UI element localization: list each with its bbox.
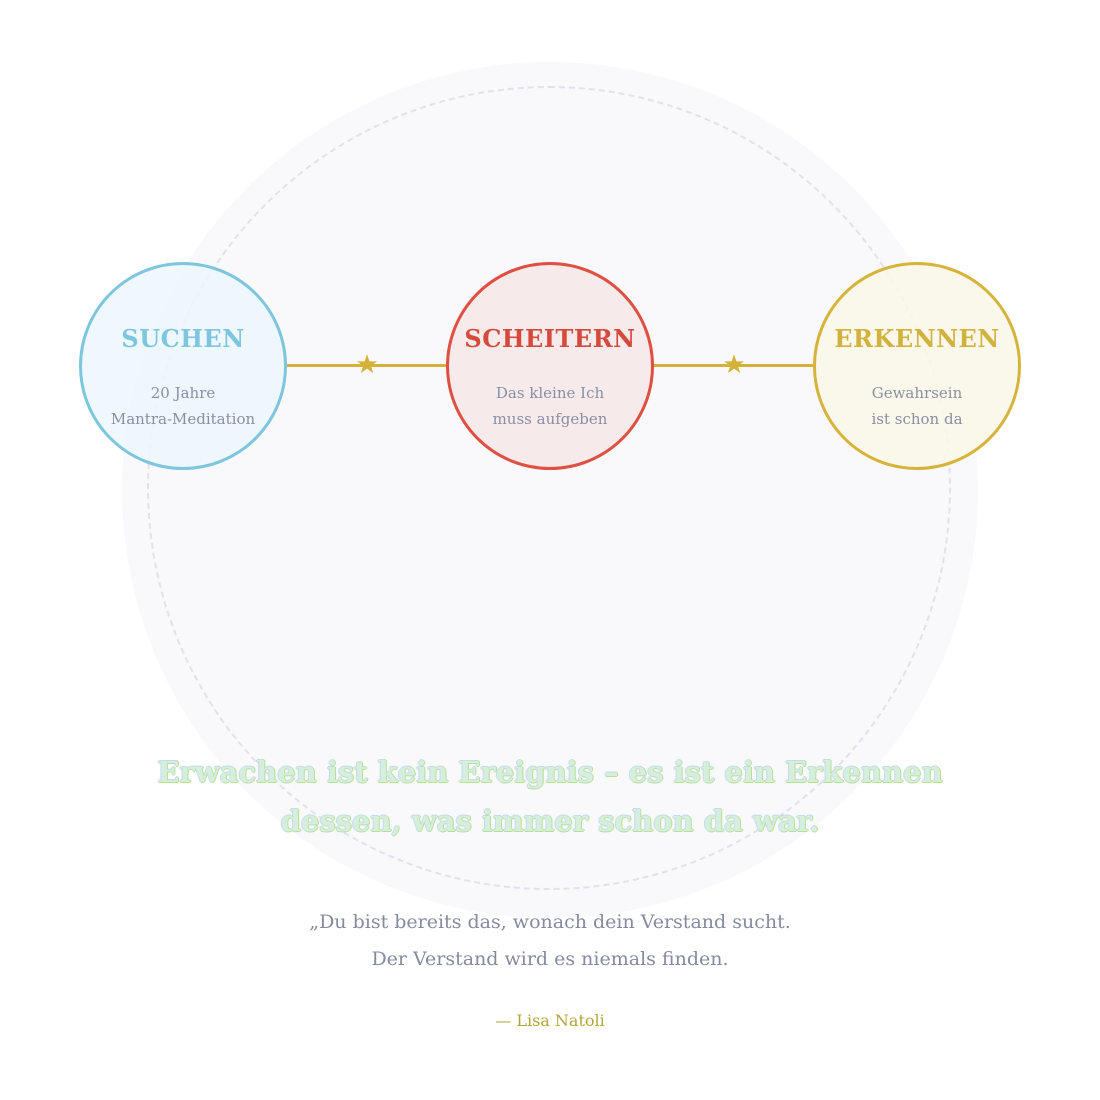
connector-suchen-scheitern bbox=[286, 364, 448, 367]
connector-scheitern-erkennen bbox=[653, 364, 815, 367]
headline-line: Erwachen ist kein Ereignis – es ist ein … bbox=[157, 755, 943, 789]
stage-description-line: muss aufgeben bbox=[492, 410, 608, 428]
stage-erkennen: ERKENNEN Gewahrsein ist schon da bbox=[813, 262, 1021, 470]
stage-title: SUCHEN bbox=[121, 324, 245, 353]
stage-description-line: 20 Jahre bbox=[150, 384, 216, 402]
stage-scheitern: SCHEITERN Das kleine Ich muss aufgeben bbox=[446, 262, 654, 470]
stage-description-line: Gewahrsein bbox=[871, 384, 963, 402]
quote-line: Der Verstand wird es niemals finden. bbox=[371, 948, 729, 970]
stage-description-line: Das kleine Ich bbox=[495, 384, 605, 402]
stage-description-line: Mantra-Meditation bbox=[110, 410, 256, 428]
quote-author: — Lisa Natoli bbox=[495, 1011, 605, 1030]
star-icon: ★ bbox=[355, 350, 379, 380]
stage-description-line: ist schon da bbox=[871, 410, 963, 428]
quote-line: „Du bist bereits das, wonach dein Versta… bbox=[309, 911, 791, 933]
headline-line: dessen, was immer schon da war. bbox=[280, 804, 820, 838]
stage-title: ERKENNEN bbox=[834, 324, 1000, 353]
stage-title: SCHEITERN bbox=[464, 324, 636, 353]
star-icon: ★ bbox=[722, 350, 746, 380]
stage-suchen: SUCHEN 20 Jahre Mantra-Meditation bbox=[79, 262, 287, 470]
dashed-orbit-ring bbox=[147, 86, 951, 890]
